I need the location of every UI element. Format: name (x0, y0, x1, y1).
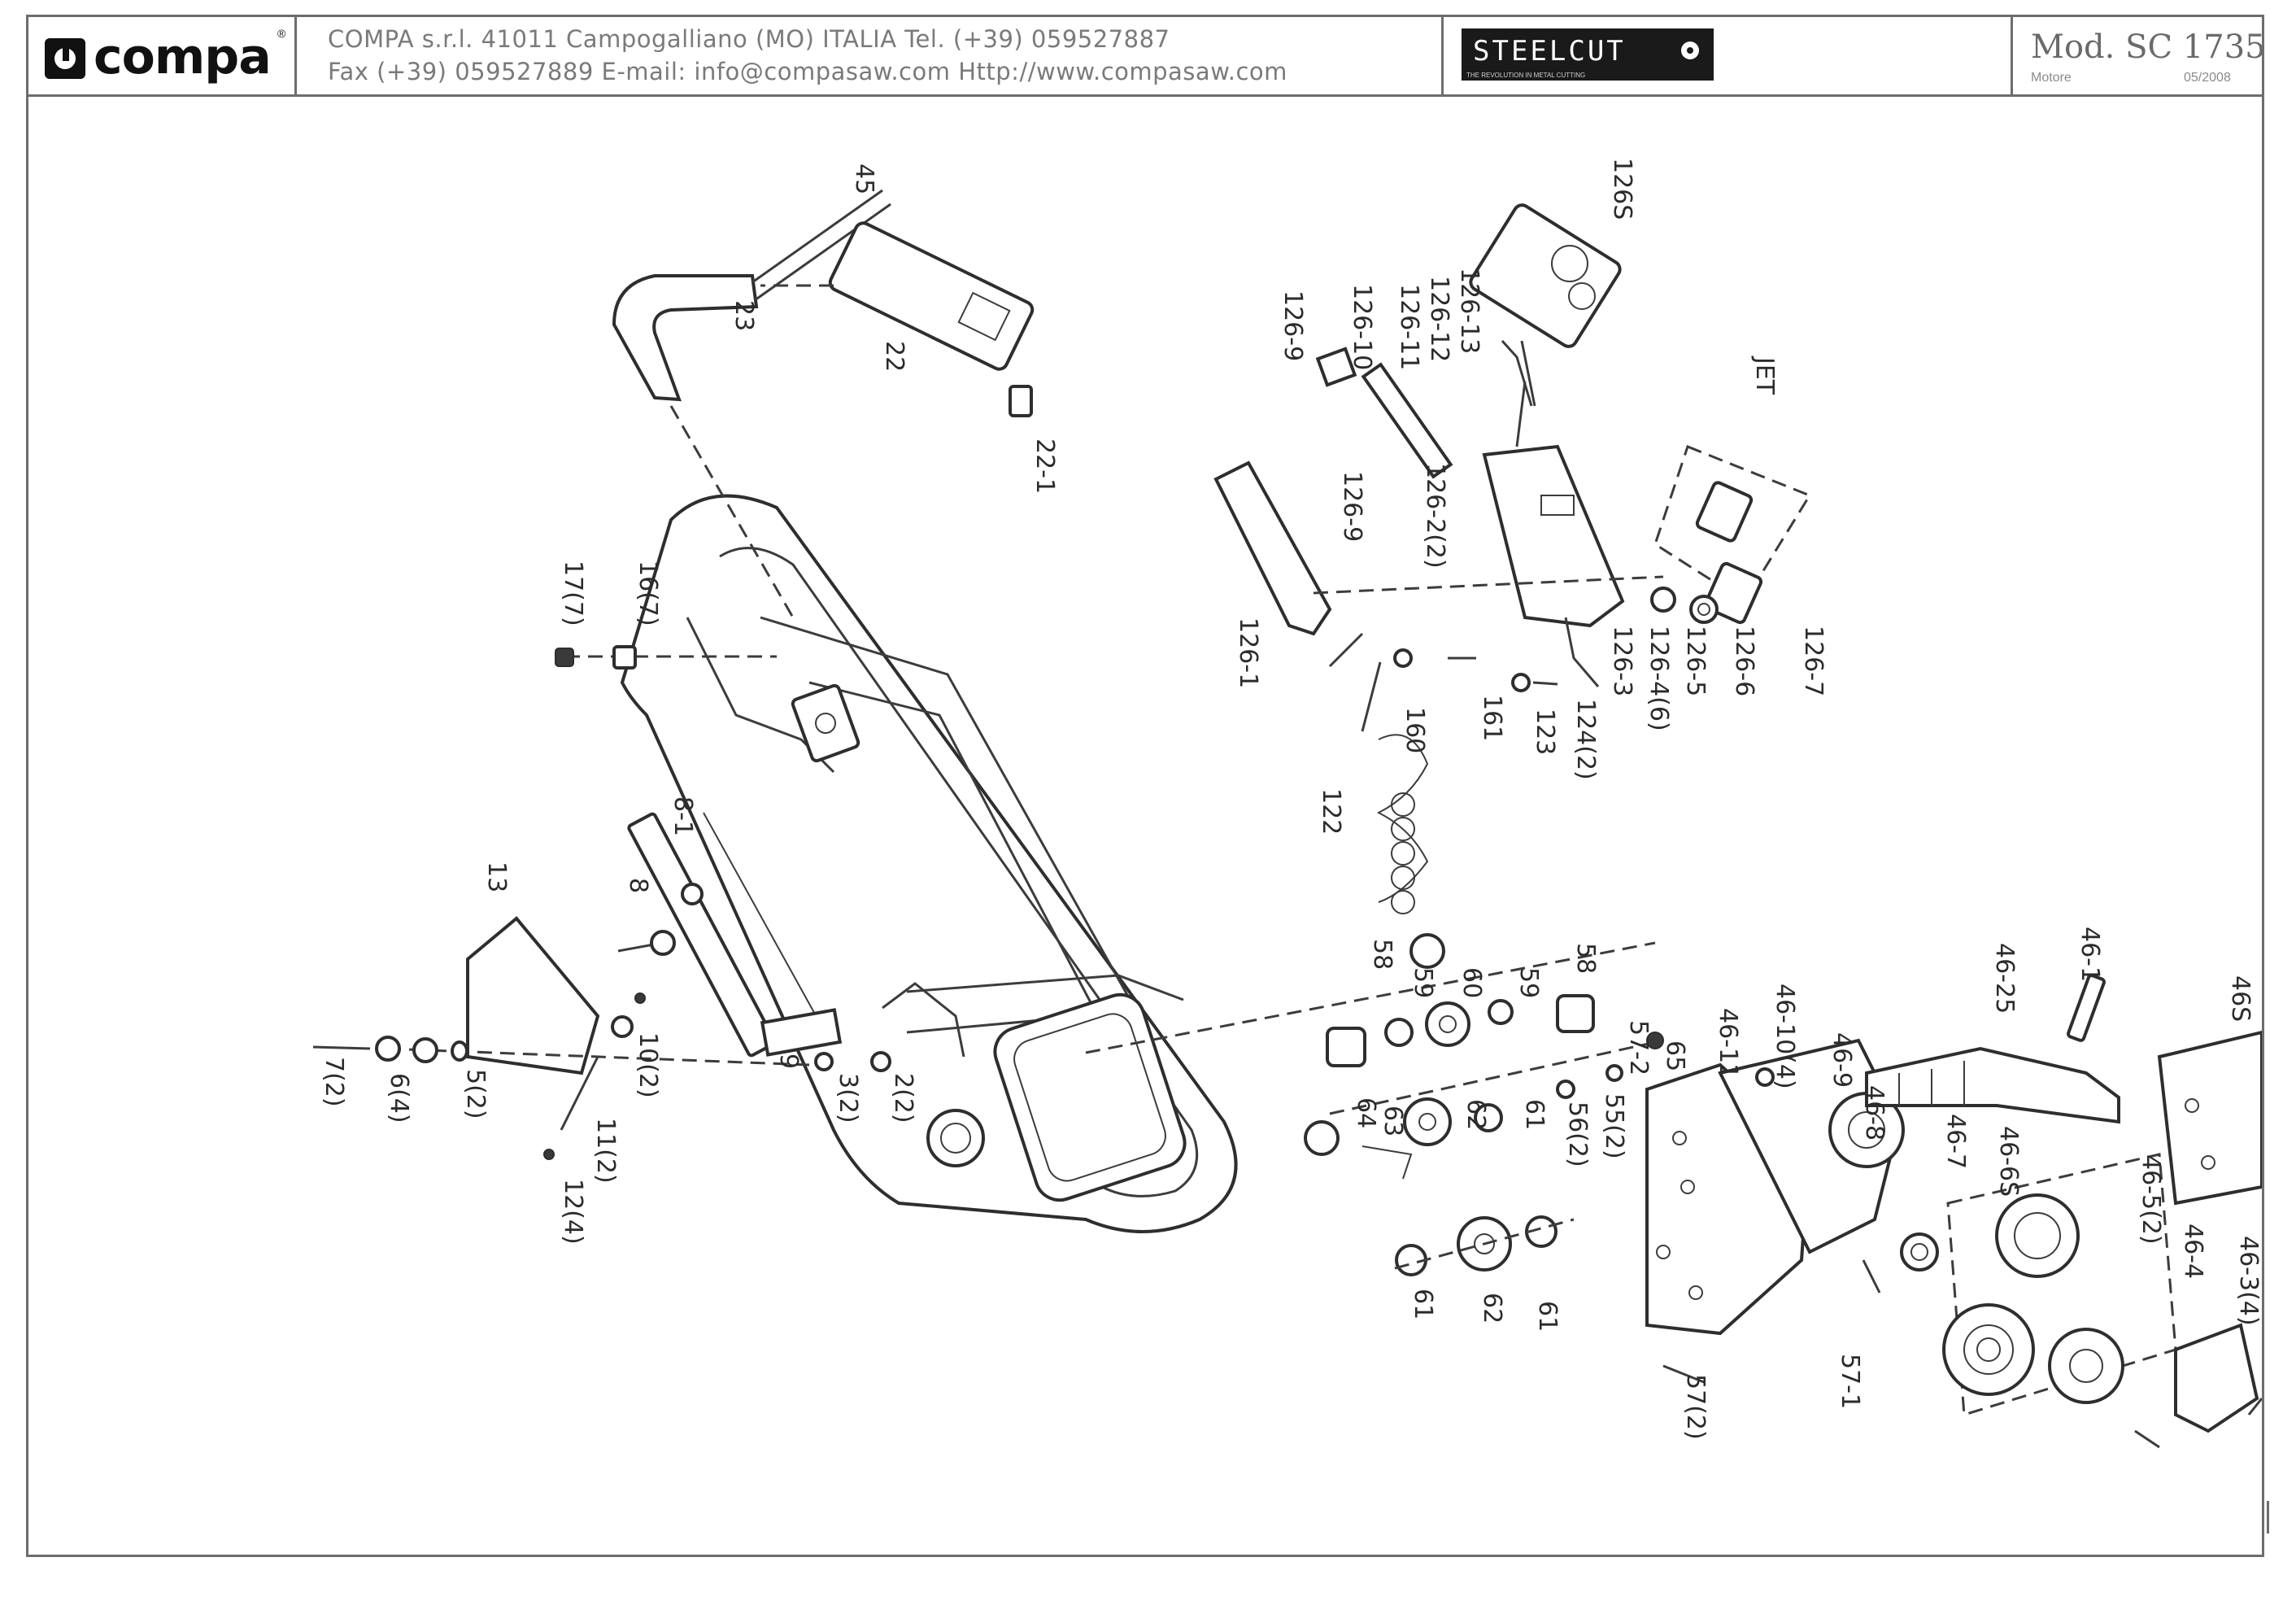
callout-labels: 45 23 22 22-1 17(7) 16(7) 8-1 8 13 7(2) … (320, 158, 2262, 1440)
cover-screws (555, 645, 777, 670)
label-2-2: 2(2) (889, 1073, 917, 1123)
label-17-7: 17(7) (559, 561, 587, 626)
label-63: 63 (1379, 1106, 1407, 1136)
title-block: compa ® COMPA s.r.l. 41011 Campogalliano… (28, 17, 2266, 97)
label-13: 13 (482, 862, 511, 892)
label-60: 60 (1457, 967, 1486, 998)
saw-frame (620, 494, 1238, 1233)
label-46-5-2: 46-5(2) (2137, 1154, 2165, 1245)
label-126-10: 126-10 (1348, 284, 1376, 370)
label-46-6s: 46-6S (1994, 1126, 2023, 1197)
label-46-8: 46-8 (1860, 1085, 1889, 1141)
label-124-2: 124(2) (1571, 699, 1600, 780)
handle-assembly (612, 189, 1035, 618)
label-46-10-4: 46-10(4) (1771, 984, 1799, 1089)
label-16-7: 16(7) (634, 561, 662, 626)
label-56-2: 56(2) (1563, 1101, 1592, 1167)
label-jet: JET (1750, 356, 1779, 395)
label-62-b: 62 (1478, 1293, 1506, 1324)
shaft-and-motor (1865, 974, 2262, 1206)
label-61-b: 61 (1409, 1289, 1437, 1320)
exploded-view-drawing: 45 23 22 22-1 17(7) 16(7) 8-1 8 13 7(2) … (312, 158, 2262, 1449)
registered-mark: ® (277, 27, 286, 40)
gear-train (1085, 941, 1664, 1276)
switch-box-assembly (1213, 203, 1812, 969)
frame-end-tick (2267, 1501, 2269, 1533)
logo-text: compa (94, 28, 272, 85)
address-line-2: Fax (+39) 059527889 E-mail: info@compasa… (328, 58, 1287, 85)
compa-logo-icon (45, 38, 85, 79)
label-126s: 126S (1608, 158, 1636, 220)
label-11-2: 11(2) (591, 1118, 620, 1184)
label-58-b: 58 (1571, 943, 1600, 974)
motor-assembly (1645, 1038, 2262, 1449)
label-46-1: 46-1 (2076, 927, 2104, 982)
label-62-a: 62 (1462, 1099, 1490, 1130)
label-7-2: 7(2) (320, 1057, 348, 1107)
label-161: 161 (1478, 695, 1506, 741)
label-9: 9 (774, 1053, 803, 1069)
address-cell: COMPA s.r.l. 41011 Campogalliano (MO) IT… (297, 17, 1444, 94)
brand-cell: STEELCUT THE REVOLUTION IN METAL CUTTING (1444, 17, 2013, 94)
logo-cell: compa ® (28, 17, 297, 94)
label-126-1: 126-1 (1234, 617, 1262, 688)
label-45: 45 (850, 164, 878, 194)
label-59-b: 59 (1514, 967, 1543, 998)
label-55-2: 55(2) (1600, 1093, 1628, 1159)
label-5-2: 5(2) (461, 1069, 490, 1119)
label-58-a: 58 (1368, 939, 1396, 970)
label-46-25: 46-25 (1990, 943, 2019, 1014)
label-61-c: 61 (1533, 1301, 1562, 1332)
section-name: Motore (2031, 71, 2072, 85)
label-126-2-2: 126-2(2) (1421, 463, 1449, 569)
label-122: 122 (1317, 788, 1345, 835)
label-160: 160 (1401, 707, 1429, 753)
label-46-9: 46-9 (1828, 1032, 1856, 1088)
label-64: 64 (1352, 1097, 1380, 1128)
label-126-9-top: 126-9 (1279, 290, 1307, 361)
address-line-1: COMPA s.r.l. 41011 Campogalliano (MO) IT… (328, 25, 1170, 53)
label-126-13: 126-13 (1455, 268, 1483, 354)
label-22-1: 22-1 (1030, 438, 1059, 494)
label-126-6: 126-6 (1730, 626, 1758, 696)
label-126-7: 126-7 (1799, 626, 1828, 696)
label-46-4: 46-4 (2179, 1224, 2207, 1279)
brand-name: STEELCUT (1473, 35, 1626, 68)
label-59-a: 59 (1409, 967, 1437, 998)
label-126-12: 126-12 (1425, 276, 1453, 362)
label-22: 22 (880, 341, 908, 372)
label-8-1: 8-1 (669, 796, 697, 836)
label-126-4-6: 126-4(6) (1645, 626, 1673, 731)
label-12-4: 12(4) (559, 1179, 587, 1245)
label-46-11: 46-11 (1714, 1008, 1742, 1079)
label-3-2: 3(2) (834, 1073, 862, 1123)
label-10-2: 10(2) (634, 1032, 662, 1098)
label-126-9-bottom: 126-9 (1338, 471, 1366, 542)
label-6-4: 6(4) (385, 1073, 413, 1123)
model-number: Mod. SC 1735 (2031, 28, 2266, 66)
brand-tagline: THE REVOLUTION IN METAL CUTTING (1466, 72, 1586, 79)
steelcut-logo: STEELCUT THE REVOLUTION IN METAL CUTTING (1462, 28, 1714, 81)
label-57-2: 57-2 (1624, 1020, 1653, 1075)
label-126-3: 126-3 (1608, 626, 1636, 696)
label-46-7: 46-7 (1941, 1114, 1970, 1169)
brand-dot-icon (1681, 41, 1699, 59)
label-8: 8 (624, 878, 652, 893)
label-126-11: 126-11 (1395, 284, 1423, 370)
label-123: 123 (1531, 709, 1559, 755)
label-46s: 46S (2226, 975, 2255, 1022)
label-23: 23 (730, 300, 758, 331)
model-cell: Mod. SC 1735 Motore 05/2008 (2013, 17, 2267, 94)
blade-guide-assembly (312, 812, 891, 1160)
label-57-1: 57-1 (1836, 1354, 1864, 1409)
label-126-5: 126-5 (1681, 626, 1710, 696)
label-65: 65 (1661, 1040, 1689, 1071)
revision-date: 05/2008 (2184, 71, 2231, 85)
label-46-3-4: 46-3(4) (2234, 1236, 2262, 1326)
drawing-sheet: compa ® COMPA s.r.l. 41011 Campogalliano… (26, 15, 2269, 1557)
label-57-2-b: 57(2) (1681, 1374, 1710, 1440)
label-61-a: 61 (1520, 1099, 1549, 1130)
